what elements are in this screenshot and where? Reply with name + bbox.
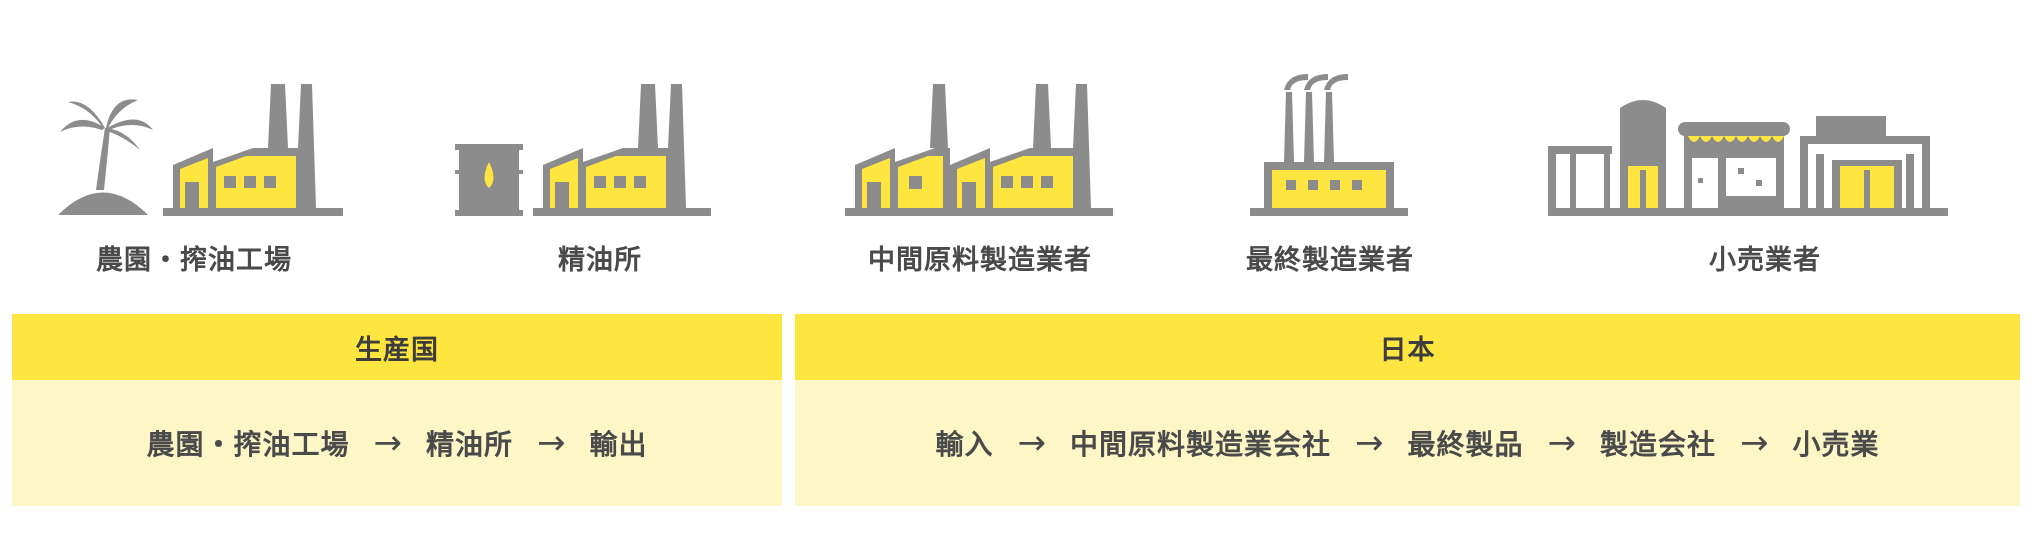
stage-label-retailer: 小売業者 [1709, 245, 1821, 276]
arrow-right-icon: → [1740, 423, 1769, 463]
oil-drum-icon [455, 144, 523, 216]
flow-step: 最終製品 [1407, 428, 1524, 461]
factory-icon [163, 84, 343, 216]
palm-tree-factory-icon [58, 84, 343, 216]
japan-flow: 輸入 → 中間原料製造業会社 → 最終製品 → 製造会社 → 小売業 [795, 380, 2020, 506]
refinery-icon-group [455, 70, 715, 220]
japan-panel: 日本 輸入 → 中間原料製造業会社 → 最終製品 → 製造会社 → 小売業 [795, 314, 2020, 506]
japan-title: 日本 [795, 314, 2020, 380]
oil-drum-factory-icon [455, 84, 711, 216]
flow-step: 小売業 [1792, 428, 1880, 461]
stage-label-final-manufacturer: 最終製造業者 [1246, 245, 1414, 276]
stage-label-intermediate: 中間原料製造業者 [868, 245, 1092, 276]
flow-step: 精油所 [425, 428, 513, 461]
double-factory-icon [845, 84, 1113, 216]
factory-icon [533, 84, 711, 216]
arrow-right-icon: → [1547, 423, 1577, 463]
flow-step: 輸入 [935, 428, 994, 461]
flow-step: 輸出 [589, 428, 648, 461]
flow-step: 農園・搾油工場 [146, 428, 350, 461]
smoke-factory-icon [1250, 74, 1408, 216]
palm-tree-icon [58, 99, 153, 215]
final-manufacturer-icon-group [1250, 70, 1410, 220]
intermediate-icon-group [845, 70, 1115, 220]
flow-step: 製造会社 [1600, 428, 1717, 461]
arrow-right-icon: → [537, 423, 566, 463]
storefront-icon [1548, 100, 1948, 216]
stage-label-refinery: 精油所 [558, 245, 642, 276]
producer-flow: 農園・搾油工場 → 精油所 → 輸出 [12, 380, 782, 506]
arrow-right-icon: → [373, 423, 402, 463]
arrow-right-icon: → [1354, 423, 1384, 463]
stage-label-plantation-mill: 農園・搾油工場 [96, 245, 292, 276]
arrow-right-icon: → [1017, 423, 1046, 463]
producer-country-panel: 生産国 農園・搾油工場 → 精油所 → 輸出 [12, 314, 782, 506]
retailer-icon-group [1548, 70, 1948, 220]
flow-step: 中間原料製造業会社 [1069, 428, 1331, 461]
producer-country-title: 生産国 [12, 314, 782, 380]
plantation-mill-icon-group [58, 70, 348, 220]
